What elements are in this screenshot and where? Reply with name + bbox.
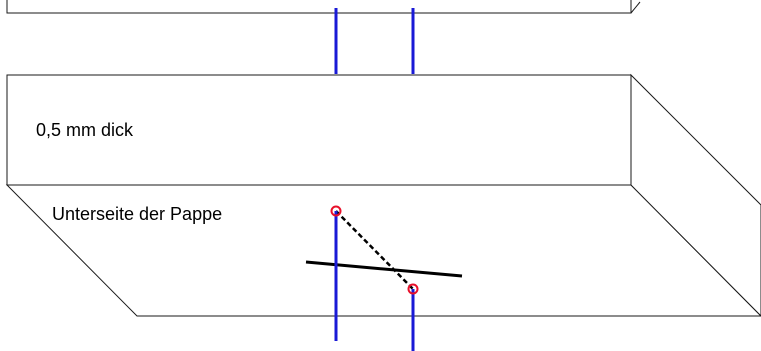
front-face (6, 74, 632, 186)
top-board-depth-edge (630, 1, 641, 14)
top-board-front-face (6, 0, 632, 14)
underside-label: Unterseite der Pappe (52, 204, 222, 224)
hole-marker-right (407, 283, 419, 295)
hole-marker-left (330, 205, 342, 217)
dashed-connector (335, 210, 414, 290)
top-board (6, 0, 641, 14)
thickness-label: 0,5 mm dick (36, 120, 134, 140)
crossing-line (305, 260, 463, 278)
